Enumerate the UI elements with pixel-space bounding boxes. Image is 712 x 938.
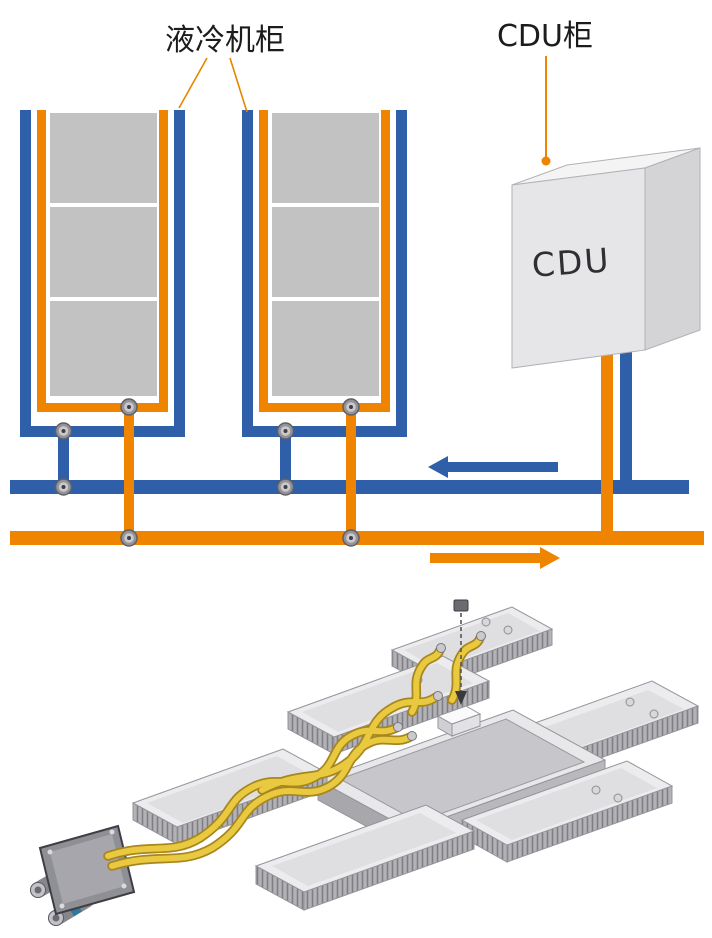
server-block [272,113,379,203]
receptacle-top [436,705,482,725]
tube-fitting [476,631,486,641]
cabinet2-blue-right [396,110,407,437]
cabinet2-orange-right [381,110,390,412]
tube-fitting [393,722,403,732]
cdu-front-face [511,167,646,369]
valve [120,529,138,547]
cabinet1-orange-drop [124,407,134,545]
tube-fitting [436,643,446,653]
server-block [50,301,157,396]
cabinet2-orange-left [259,110,268,412]
cabinet1-orange-left [37,110,46,412]
cdu-box-label: CDU [531,240,612,284]
module5-inset [476,768,657,840]
standoff-screw [503,625,513,635]
blue-flow-arrow-left [428,456,558,478]
liquid-cabinet-label: 液冷机柜 [165,23,285,58]
flange-screw [121,883,127,889]
cdu-cabinet-label: CDU柜 [497,19,593,54]
coolant-tube-5 [449,635,483,703]
cabinet1-server-blocks [50,113,157,396]
cabinet1-orange-bottom [37,403,168,412]
blue-return-pipes [10,110,689,494]
flange-screw [109,829,115,835]
server-block [272,301,379,396]
cabinet2-server-blocks [272,113,379,396]
cdu-orange-drop [601,345,613,545]
standoff-screw [613,793,623,803]
cabinet1-blue-left [20,110,31,437]
valve [276,422,295,440]
coolant-tube-4 [409,647,443,715]
cdu-side-face [644,147,701,351]
cold-plate-module-5 [460,760,674,863]
cabinet1-blue-drop [58,430,69,490]
server-block [50,207,157,297]
flange-screw [47,849,53,855]
blue-port-hole [52,914,60,922]
valve [54,422,73,440]
cabinet2-orange-bottom [259,403,390,412]
server-block [50,113,157,203]
insertion-arrow [453,599,469,705]
coolant-tubes [105,635,483,869]
tube-fitting [433,691,443,701]
cabinet1-blue-right [174,110,185,437]
cabinet2-blue-left [242,110,253,437]
coolant-tube-3 [259,694,439,793]
leader-line-cabinet1 [178,57,208,109]
cabinet1-blue-bottom [20,426,185,437]
cabinet2-blue-drop [280,430,291,490]
standoff-screw [481,617,491,627]
plug-head [453,599,469,612]
module2-inset [302,663,473,732]
valve [342,398,360,416]
leader-line-cabinet2 [229,57,248,113]
standoff-screw [649,709,659,719]
tube-fittings [393,631,486,741]
red-port-hole [34,886,42,894]
orange-flow-arrow-right [430,547,560,569]
valve [54,478,73,496]
leader-dot-cdu [541,156,551,166]
arrow-head-down [455,691,467,705]
valve [342,529,360,547]
coolant-tube-2 [109,734,413,869]
connector-face [50,834,125,904]
module4-inset [147,756,313,823]
cabinet2-orange-drop [346,407,356,545]
valve [120,398,138,416]
server-block [272,207,379,297]
cabinet2-blue-bottom [242,426,407,437]
cdu-box: CDU [511,147,701,369]
tray-recess [338,718,586,823]
standoff-screw [625,697,635,707]
quick-connector [30,824,136,926]
flange-screw [59,903,65,909]
standoff-screw [591,785,601,795]
valves [54,398,360,547]
module6-inset [272,813,456,886]
tube-fitting [407,731,417,741]
valve [276,478,295,496]
cold-plate-module-6 [254,804,476,911]
cdu-blue-drop [620,345,632,494]
cabinet1-orange-right [159,110,168,412]
